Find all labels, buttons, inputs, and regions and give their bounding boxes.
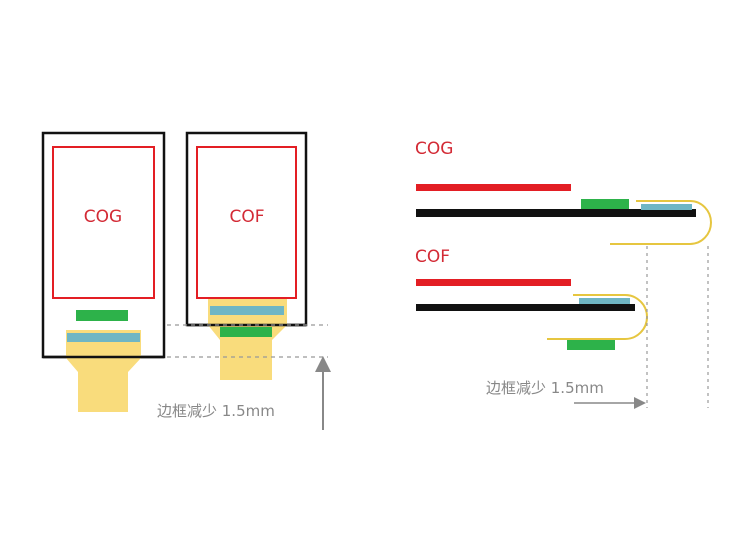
- cof-side-panel: [416, 279, 571, 286]
- cog-bond: [67, 333, 140, 342]
- cof-side-label: COF: [415, 247, 450, 267]
- cog-side-bond: [641, 204, 692, 210]
- cof-front-label: COF: [229, 207, 264, 227]
- cog-side-panel: [416, 184, 571, 191]
- left-reduction-annotation: 边框减少 1.5mm: [157, 324, 331, 430]
- left-reduction-label: 边框减少 1.5mm: [157, 402, 275, 420]
- right-reduction-annotation: 边框减少 1.5mm: [486, 246, 709, 409]
- cog-side-glass: [416, 209, 696, 217]
- right-reduction-label: 边框减少 1.5mm: [486, 379, 604, 397]
- cof-front-view: COF: [185, 131, 308, 380]
- cog-front-label: COG: [84, 207, 122, 227]
- cog-side-chip: [581, 199, 629, 209]
- cog-side-flex: [610, 200, 712, 245]
- cof-bond: [210, 306, 284, 315]
- cof-flex: [208, 299, 287, 380]
- cog-flex: [66, 330, 141, 412]
- cof-side-chip: [567, 340, 615, 350]
- cog-frame: [41, 131, 166, 359]
- cof-side-bond: [579, 298, 630, 304]
- cog-side-label: COG: [415, 139, 453, 159]
- cof-panel: [196, 146, 297, 299]
- cog-chip: [76, 310, 128, 321]
- cog-front-view: COG: [41, 131, 166, 412]
- cog-side-view: COG: [415, 139, 712, 245]
- cof-frame: [185, 131, 308, 327]
- cof-chip: [220, 327, 272, 337]
- cof-side-glass: [416, 304, 635, 311]
- cof-side-view: COF: [415, 247, 648, 350]
- cog-panel: [52, 146, 155, 299]
